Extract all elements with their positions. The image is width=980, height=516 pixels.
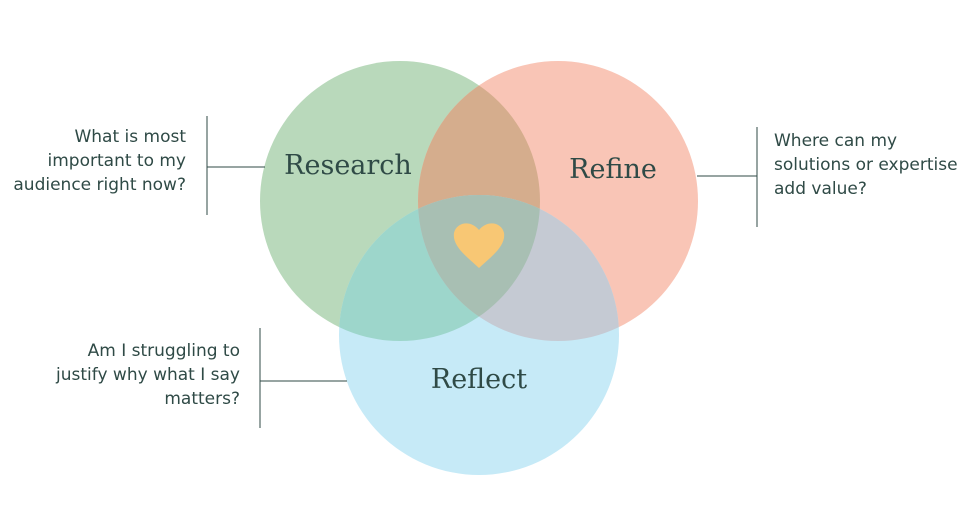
reflect-connector: [259, 328, 347, 428]
refine-connector: [697, 127, 758, 227]
refine-question: Where can my solutions or expertise add …: [774, 129, 974, 201]
reflect-question-line: Am I struggling to: [87, 341, 240, 361]
research-question-line: What is most: [74, 127, 186, 147]
refine-label: Refine: [569, 154, 657, 185]
refine-question-line: add value?: [774, 179, 867, 199]
heart-icon: [453, 223, 505, 268]
reflect-question: Am I struggling to justify why what I sa…: [40, 339, 240, 411]
reflect-question-line: matters?: [164, 389, 240, 409]
refine-question-line: Where can my: [774, 131, 898, 151]
refine-question-line: solutions or expertise: [774, 155, 958, 175]
research-question-line: important to my: [47, 151, 186, 171]
research-question-line: audience right now?: [13, 175, 186, 195]
research-connector: [206, 116, 265, 215]
reflect-question-line: justify why what I say: [56, 365, 240, 385]
research-question: What is most important to my audience ri…: [0, 125, 186, 197]
research-label: Research: [284, 150, 412, 181]
reflect-label: Reflect: [431, 364, 527, 395]
